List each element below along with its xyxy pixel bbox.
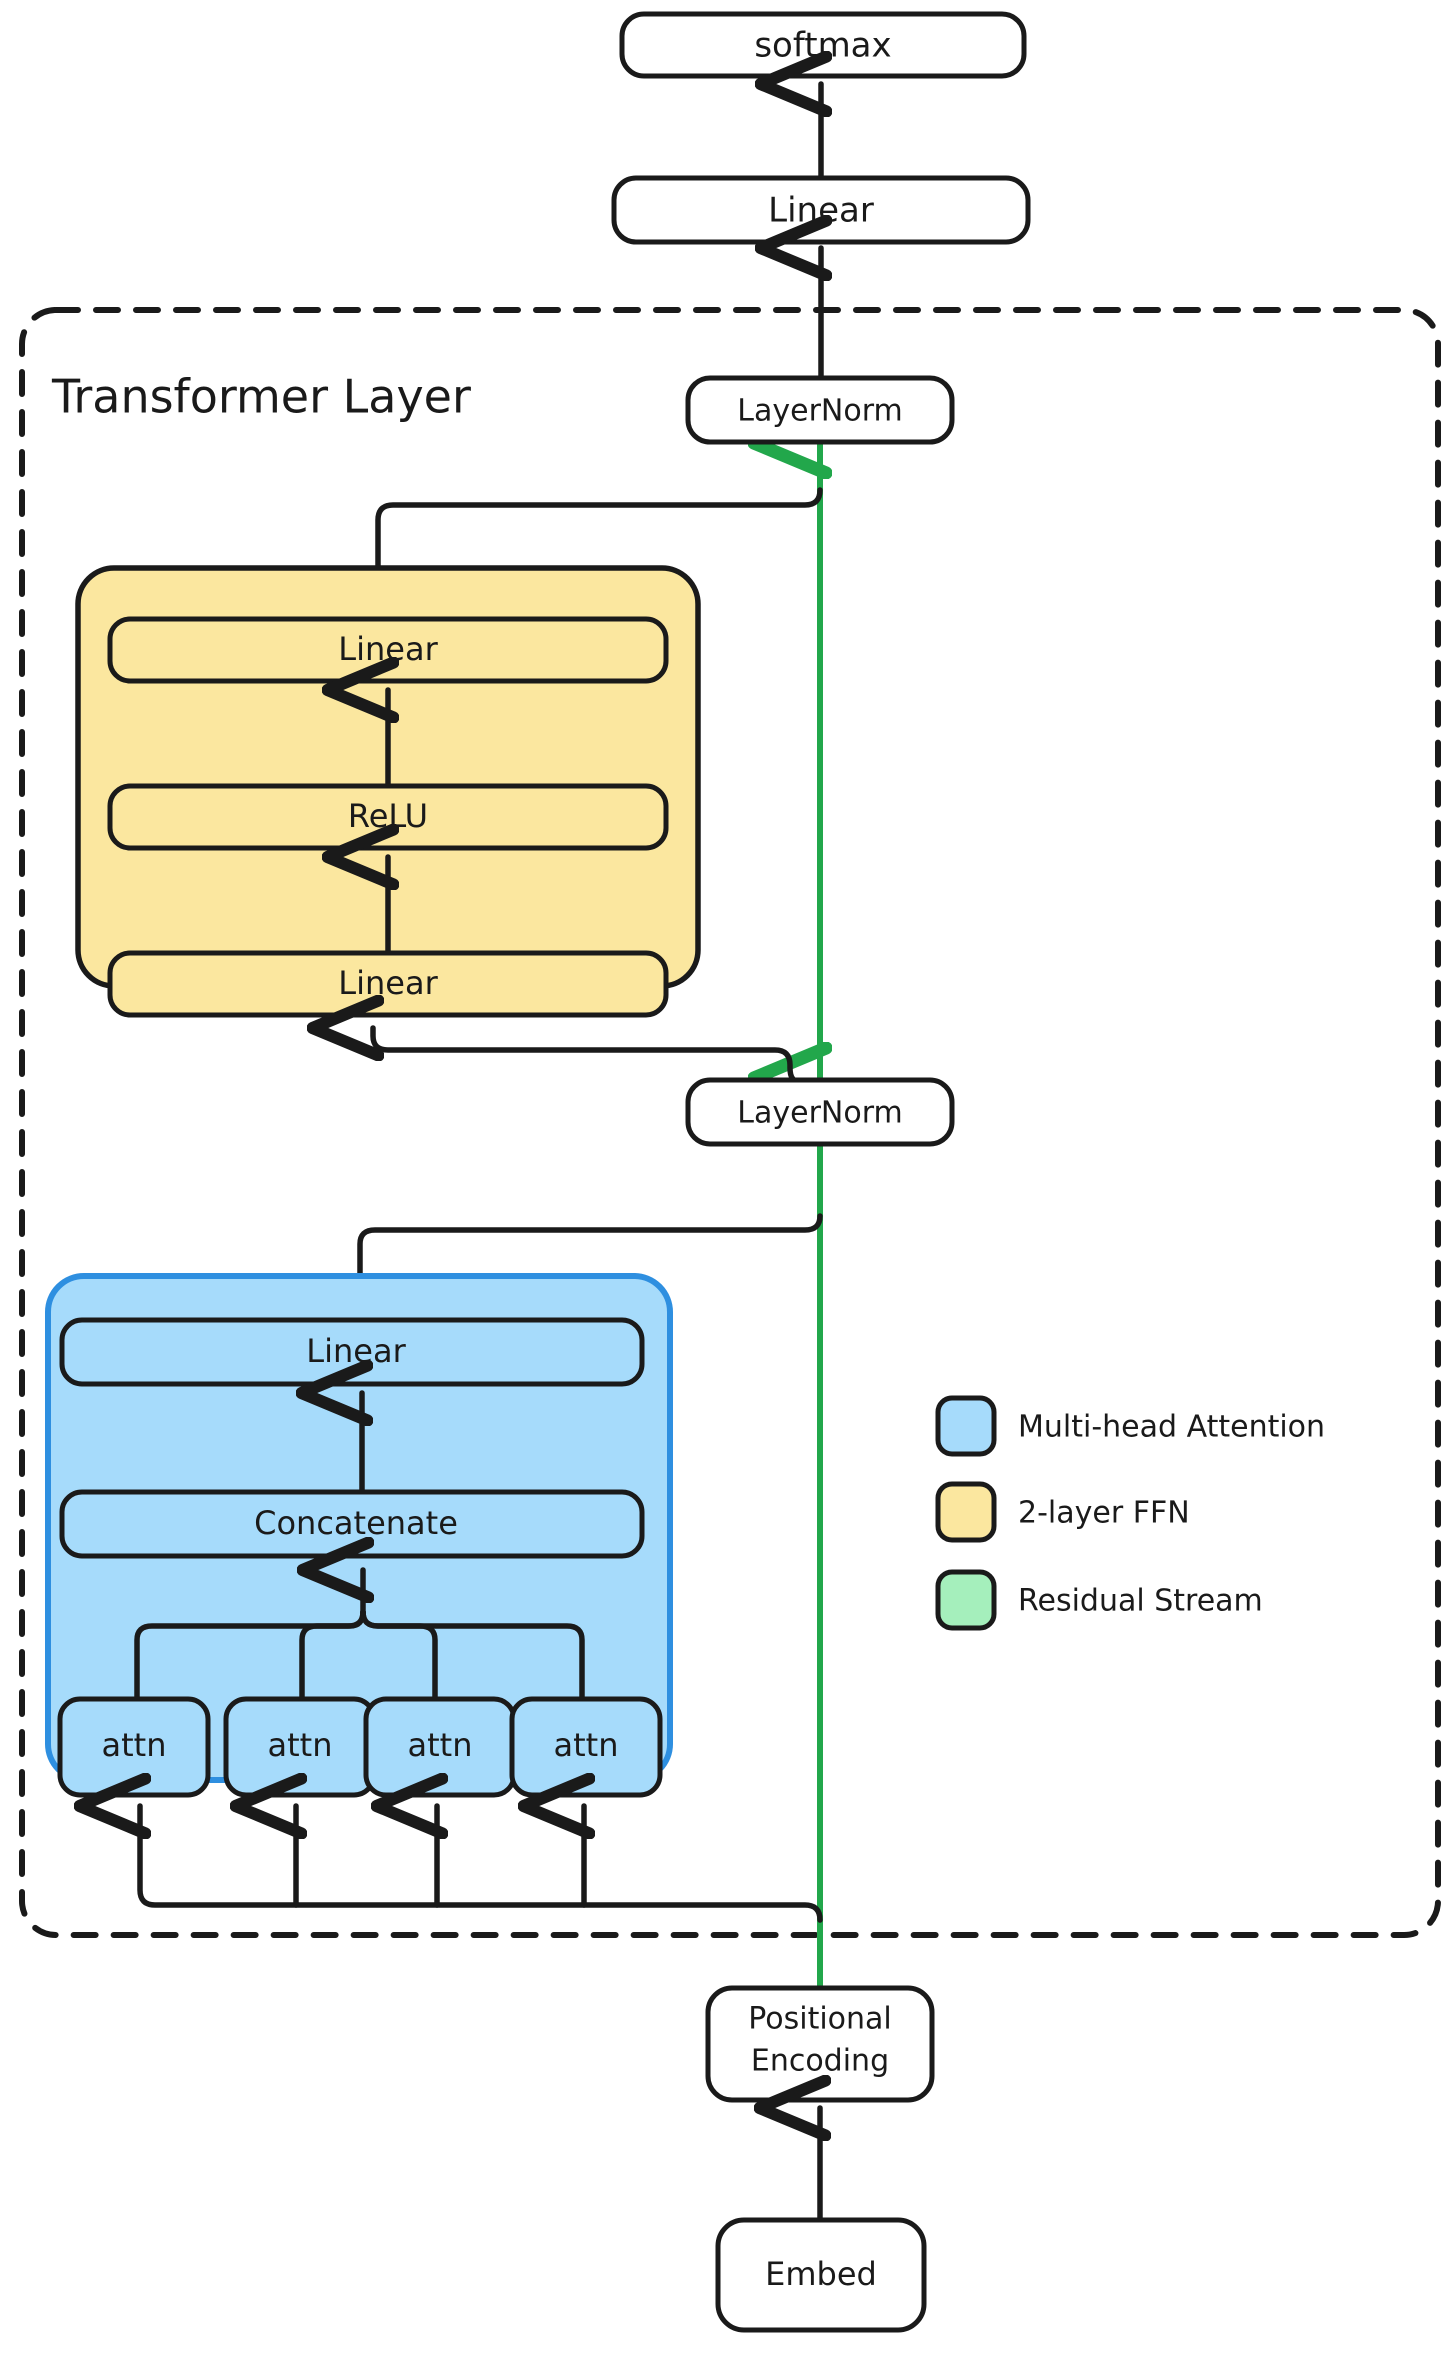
attn-head-label-4: attn bbox=[554, 1726, 619, 1764]
ffn-linear-in-label: Linear bbox=[338, 964, 438, 1002]
transformer-layer-container bbox=[19, 307, 1441, 1938]
layernorm-post-ffn-box[interactable] bbox=[685, 375, 955, 445]
legend-label-attention: Multi-head Attention bbox=[1018, 1410, 1325, 1445]
output-linear-label: Linear bbox=[768, 191, 874, 231]
attn-head-label-2: attn bbox=[268, 1726, 333, 1764]
legend-swatch-attention bbox=[935, 1395, 997, 1457]
embed-label: Embed bbox=[765, 2255, 877, 2293]
ffn-linear-out-label: Linear bbox=[338, 630, 438, 668]
attn-head-label-1: attn bbox=[102, 1726, 167, 1764]
layernorm-post-attn-box[interactable] bbox=[685, 1077, 955, 1147]
edge-head4-to-concat bbox=[360, 1609, 585, 1702]
attn-head-label-3: attn bbox=[408, 1726, 473, 1764]
ffn-relu-label: ReLU bbox=[348, 797, 428, 835]
embed-box[interactable] bbox=[715, 2217, 927, 2333]
page-title: Transformer Layer bbox=[51, 370, 471, 424]
edge-residual-to-head1 bbox=[140, 1806, 823, 1923]
legend-swatch-residual bbox=[935, 1569, 997, 1631]
positional-encoding-label-line2: Encoding bbox=[751, 2044, 889, 2079]
positional-encoding-label-line1: Positional bbox=[748, 2002, 892, 2037]
layernorm-post-ffn-label: LayerNorm bbox=[737, 394, 902, 429]
legend-swatch-ffn bbox=[935, 1481, 997, 1543]
legend-label-residual: Residual Stream bbox=[1018, 1584, 1263, 1619]
layernorm-post-attn-label: LayerNorm bbox=[737, 1096, 902, 1131]
edge-attn-residual-out bbox=[357, 1213, 823, 1279]
edge-ln-attn-to-ffn-input bbox=[373, 1028, 803, 1085]
softmax-label: softmax bbox=[754, 26, 891, 66]
edge-ffn-residual-out bbox=[375, 487, 823, 571]
ffn-linear-in-box[interactable] bbox=[107, 950, 669, 1018]
legend-label-ffn: 2-layer FFN bbox=[1018, 1496, 1190, 1531]
concatenate-label: Concatenate bbox=[254, 1504, 458, 1542]
attn-linear-label: Linear bbox=[306, 1332, 406, 1370]
